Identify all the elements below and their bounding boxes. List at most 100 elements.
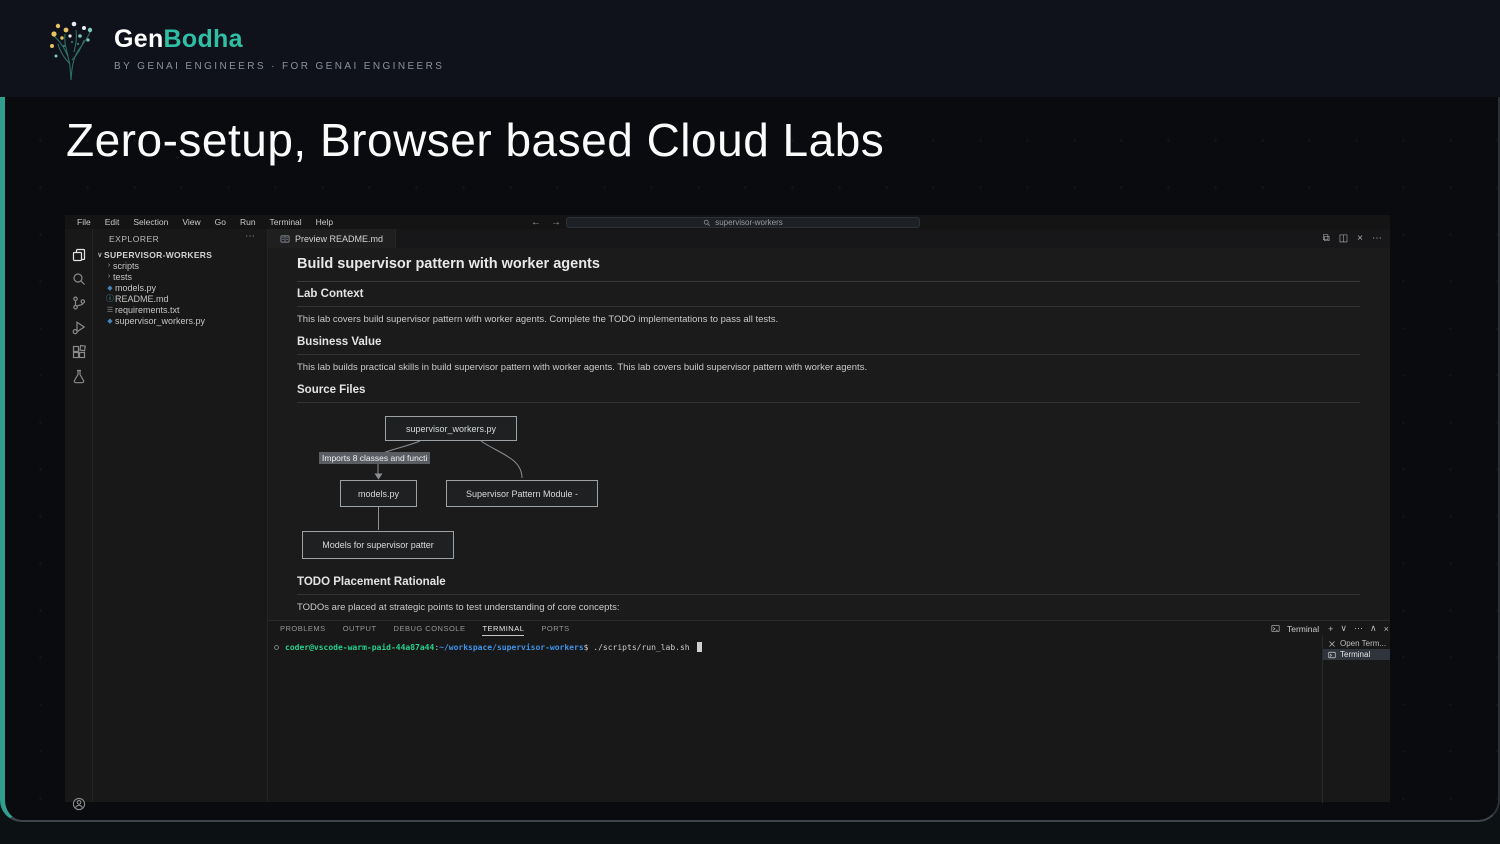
diagram-node-supervisor-module: Supervisor Pattern Module - <box>446 480 598 507</box>
tree-item-readme-md[interactable]: ⓘ README.md <box>93 293 268 304</box>
nav-back-icon[interactable]: ← <box>531 216 541 228</box>
tab-label: Preview README.md <box>295 233 384 244</box>
close-panel-icon[interactable]: × <box>1383 623 1389 634</box>
terminal-list-label: Terminal <box>1340 650 1371 659</box>
explorer-icon[interactable] <box>71 247 87 263</box>
diagram-node-models-desc: Models for supervisor patter <box>302 531 454 559</box>
panel-more-icon[interactable]: ⋯ <box>1353 623 1363 633</box>
tree-item-supervisor-workers-py[interactable]: ◆ supervisor_workers.py <box>93 315 268 326</box>
history-nav: ← → <box>531 215 561 229</box>
new-terminal-icon[interactable]: + <box>1328 623 1334 634</box>
editor-actions: ⧉ ◫ × ⋯ <box>1323 229 1382 248</box>
explorer-sidebar: EXPLORER ⋯ ∨ SUPERVISOR-WORKERS › script… <box>93 229 268 802</box>
menu-item-view[interactable]: View <box>182 217 201 227</box>
brand-name-primary: Gen <box>114 25 164 53</box>
panel-tab-ports[interactable]: PORTS <box>541 624 570 633</box>
heading-business-value: Business Value <box>297 336 1360 355</box>
terminal-user-host: coder@vscode-warm-paid-44a87a44 <box>285 642 435 652</box>
heading-todo-rationale: TODO Placement Rationale <box>297 576 1360 595</box>
brand-header: GenBodha BY GENAI ENGINEERS · FOR GENAI … <box>0 0 1500 97</box>
brand-tagline: BY GENAI ENGINEERS · FOR GENAI ENGINEERS <box>114 61 445 72</box>
vscode-menubar: File Edit Selection View Go Run Terminal… <box>65 215 1390 229</box>
menu-item-terminal[interactable]: Terminal <box>269 217 302 227</box>
terminal-prompt-line[interactable]: coder@vscode-warm-paid-44a87a44 : ~/work… <box>274 642 703 652</box>
account-icon[interactable] <box>71 796 87 812</box>
paragraph-lab-context: This lab covers build supervisor pattern… <box>297 314 779 325</box>
command-decoration-icon <box>274 644 279 650</box>
paragraph-todo-rationale: TODOs are placed at strategic points to … <box>297 602 620 613</box>
tree-item-tests[interactable]: › tests <box>93 271 268 282</box>
brand-logo-tree-icon <box>50 21 93 80</box>
search-sidebar-icon[interactable] <box>71 271 87 287</box>
menu-item-help[interactable]: Help <box>315 217 334 227</box>
menu-item-selection[interactable]: Selection <box>133 217 169 227</box>
run-debug-icon[interactable] <box>71 319 87 335</box>
testing-icon[interactable] <box>71 368 87 384</box>
tree-root-label: SUPERVISOR-WORKERS <box>104 249 213 260</box>
slide-panel: Zero-setup, Browser based Cloud Labs Fil… <box>0 97 1500 822</box>
tree-item-label: README.md <box>115 293 169 304</box>
nav-forward-icon[interactable]: → <box>551 216 561 228</box>
terminal-list-open-term[interactable]: Open Term... <box>1323 638 1390 649</box>
tools-icon <box>1329 640 1335 647</box>
close-icon[interactable]: × <box>1357 233 1363 244</box>
menu-item-edit[interactable]: Edit <box>104 217 120 227</box>
tree-item-label: supervisor_workers.py <box>115 315 206 326</box>
explorer-header: EXPLORER <box>109 234 160 244</box>
vscode-window: File Edit Selection View Go Run Terminal… <box>65 215 1390 811</box>
menu-item-run[interactable]: Run <box>239 217 256 227</box>
terminal-list-terminal[interactable]: Terminal <box>1323 649 1390 660</box>
terminal-path: ~/workspace/supervisor-workers <box>439 642 584 652</box>
open-changes-icon[interactable]: ⧉ <box>1322 233 1330 244</box>
python-file-icon: ◆ <box>107 284 113 292</box>
command-center-search[interactable]: supervisor-workers <box>566 217 920 228</box>
panel-controls: Terminal + ∨ ⋯ ∧ × <box>1271 621 1389 636</box>
panel-tab-terminal[interactable]: TERMINAL <box>482 621 525 636</box>
source-control-icon[interactable] <box>71 295 87 311</box>
python-file-icon: ◆ <box>107 317 113 325</box>
text-file-icon: ☰ <box>106 306 114 314</box>
brand-name-secondary: Bodha <box>163 25 243 53</box>
panel-terminal-label: Terminal <box>1287 623 1320 634</box>
diagram-edge-label: Imports 8 classes and functi <box>319 452 431 464</box>
tree-item-label: models.py <box>115 282 157 293</box>
more-actions-icon[interactable]: ⋯ <box>1372 233 1382 244</box>
menu-item-file[interactable]: File <box>77 217 91 227</box>
menu-item-go[interactable]: Go <box>214 217 226 227</box>
preview-title: Build supervisor pattern with worker age… <box>297 256 1360 282</box>
terminal-list-label: Open Term... <box>1340 639 1387 648</box>
search-value: supervisor-workers <box>715 218 783 227</box>
terminal-cursor <box>697 642 703 652</box>
brand-name: GenBodha <box>114 25 444 54</box>
terminal-icon <box>1328 651 1336 658</box>
markdown-preview-icon <box>280 235 290 242</box>
tree-root-supervisor-workers[interactable]: ∨ SUPERVISOR-WORKERS <box>93 249 268 260</box>
markdown-preview: Build supervisor pattern with worker age… <box>268 248 1390 620</box>
terminal-dropdown-icon[interactable]: ∨ <box>1340 623 1347 633</box>
chevron-down-icon: ∨ <box>97 251 103 259</box>
extensions-icon[interactable] <box>71 344 87 360</box>
tree-item-scripts[interactable]: › scripts <box>93 260 268 271</box>
tree-item-requirements-txt[interactable]: ☰ requirements.txt <box>93 304 268 315</box>
terminal-command: ./scripts/run_lab.sh <box>588 642 695 652</box>
diagram-node-supervisor-workers: supervisor_workers.py <box>385 416 517 441</box>
paragraph-business-value: This lab builds practical skills in buil… <box>297 362 868 373</box>
tree-item-models-py[interactable]: ◆ models.py <box>93 282 268 293</box>
chevron-right-icon: › <box>107 262 111 269</box>
markdown-file-icon: ⓘ <box>106 294 114 303</box>
terminal-list-sidebar: Open Term... Terminal <box>1322 636 1390 803</box>
tree-item-label: scripts <box>113 260 140 271</box>
explorer-more-actions-icon[interactable]: ⋯ <box>245 231 255 242</box>
heading-source-files: Source Files <box>297 384 1360 403</box>
panel-tab-output[interactable]: OUTPUT <box>342 624 377 633</box>
diagram-node-models: models.py <box>340 480 417 507</box>
split-editor-icon[interactable]: ◫ <box>1338 233 1349 244</box>
panel-tabs: PROBLEMS OUTPUT DEBUG CONSOLE TERMINAL P… <box>280 621 570 636</box>
chevron-right-icon: › <box>107 273 111 280</box>
panel-tab-problems[interactable]: PROBLEMS <box>280 624 326 633</box>
panel-tab-debug-console[interactable]: DEBUG CONSOLE <box>393 624 466 633</box>
maximize-panel-icon[interactable]: ∧ <box>1369 623 1377 633</box>
tab-preview-readme[interactable]: Preview README.md <box>268 229 397 248</box>
menu-list: File Edit Selection View Go Run Terminal… <box>70 215 340 229</box>
terminal-icon <box>1271 625 1280 632</box>
